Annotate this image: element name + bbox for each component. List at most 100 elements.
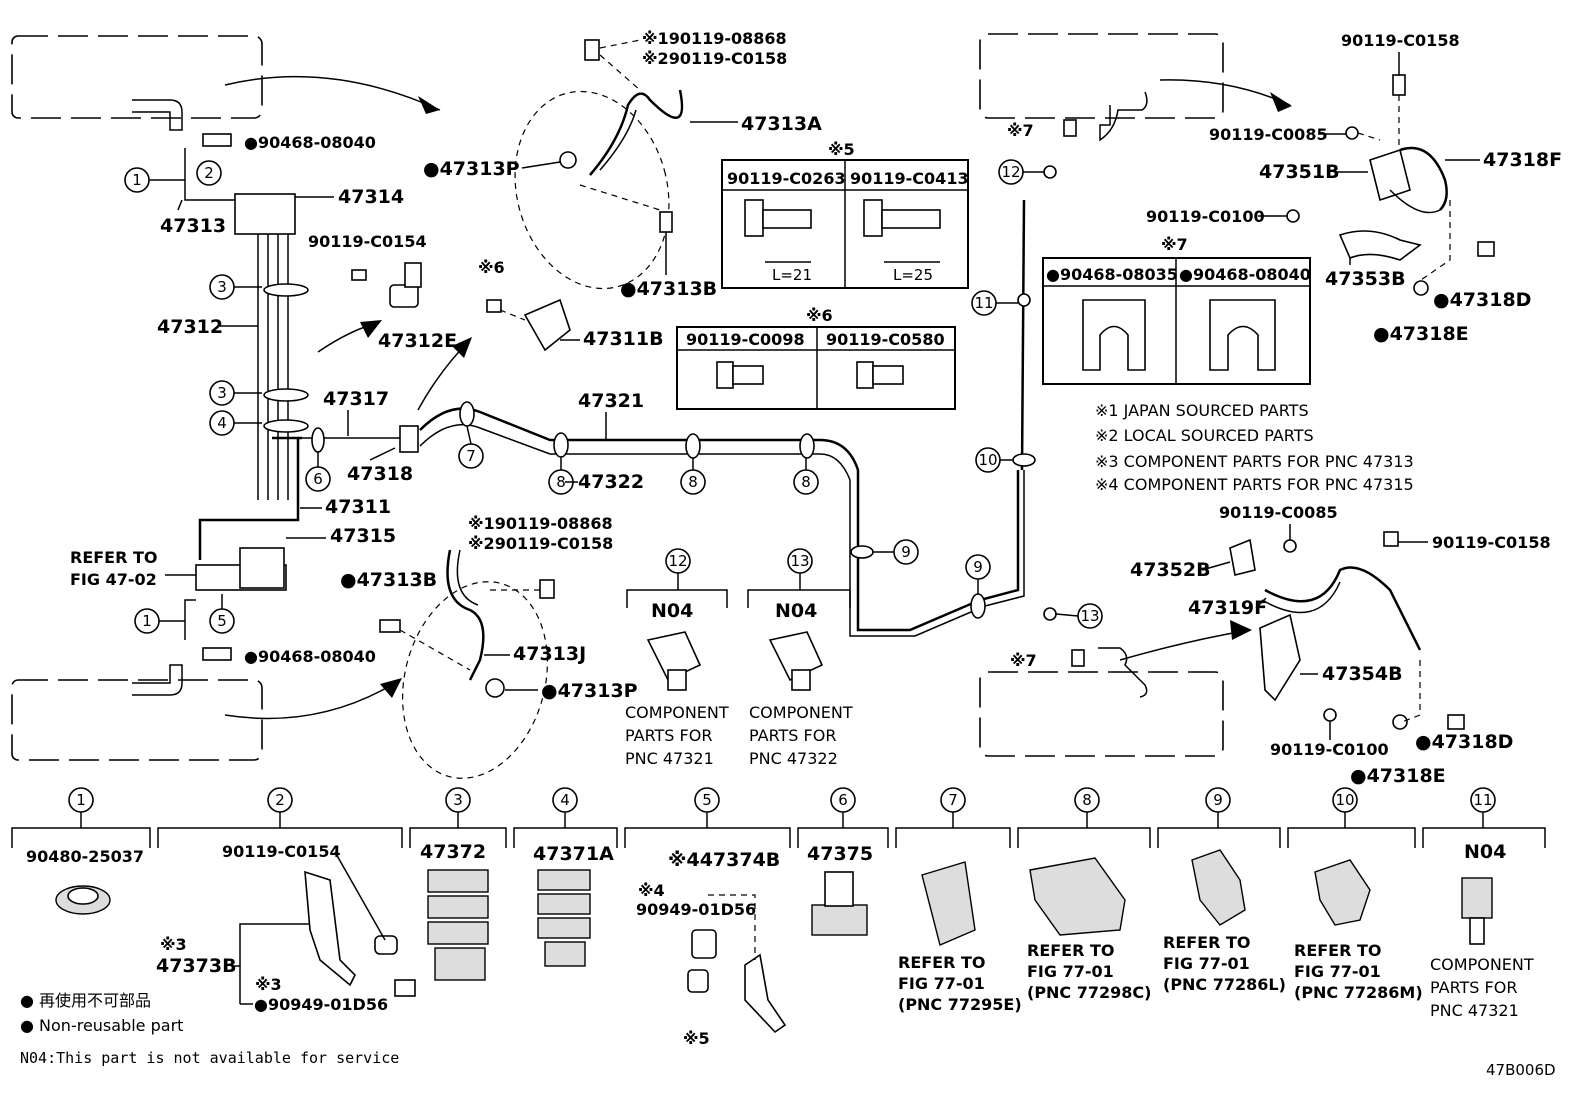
table7-col2: ●90468-08040 — [1179, 265, 1311, 284]
legend-non-reusable-en: ● Non-reusable part — [20, 1016, 183, 1035]
n04-12-line2: PARTS FOR — [625, 726, 712, 745]
note-2: ※2 LOCAL SOURCED PARTS — [1095, 426, 1314, 445]
cat2-part: 90119-C0154 — [222, 842, 341, 861]
label-90119-c0100-r2: 90119-C0100 — [1270, 740, 1389, 759]
label-90468-08040-a: ●90468-08040 — [244, 133, 376, 152]
cat1-part: 90480-25037 — [26, 847, 144, 866]
note-4: ※4 COMPONENT PARTS FOR PNC 47315 — [1095, 475, 1414, 494]
n04-13-line1: COMPONENT — [749, 703, 853, 722]
table6-title: ※6 — [806, 306, 833, 325]
label-47312E: 47312E — [378, 330, 457, 352]
table6-col2: 90119-C0580 — [826, 330, 945, 349]
label-47351B: 47351B — [1259, 161, 1340, 183]
cat5-part: ※447374B — [668, 849, 780, 871]
svg-text:8: 8 — [556, 473, 566, 491]
cat8-line3: (PNC 77298C) — [1027, 983, 1151, 1002]
svg-text:3: 3 — [217, 278, 227, 296]
cat5-90949: 90949-01D56 — [636, 900, 756, 919]
n04-clip-12 — [626, 589, 728, 691]
label-47318E-b: ●47318E — [1350, 765, 1446, 787]
cat11-code: N04 — [1464, 841, 1506, 863]
cat4-part: 47371A — [533, 843, 614, 865]
cat8-line2: FIG 77-01 — [1027, 962, 1114, 981]
svg-text:13: 13 — [790, 552, 809, 570]
label-90119-c0085-r2: 90119-C0085 — [1219, 503, 1338, 522]
label-47352B: 47352B — [1130, 559, 1211, 581]
label-47313B-b: ●47313B — [340, 569, 437, 591]
svg-text:4: 4 — [217, 414, 227, 432]
curved-arrow-1 — [224, 75, 441, 111]
n04-12-line1: COMPONENT — [625, 703, 729, 722]
table5-title: ※5 — [828, 140, 855, 159]
clip-47312E — [351, 262, 422, 308]
svg-text:1: 1 — [76, 791, 86, 809]
legend-n04-note: N04:This part is not available for servi… — [20, 1049, 399, 1067]
figure-code: 47B006D — [1486, 1061, 1556, 1079]
svg-text:7: 7 — [466, 447, 476, 465]
index-markers: 1 2 3 3 4 6 7 8 8 8 9 9 10 11 12 13 1 5 … — [124, 159, 1103, 634]
svg-text:9: 9 — [901, 543, 911, 561]
table5-len2: L=25 — [893, 266, 933, 284]
svg-text:1: 1 — [132, 171, 142, 189]
label-47314: 47314 — [338, 186, 404, 208]
svg-text:7: 7 — [948, 791, 958, 809]
svg-text:3: 3 — [217, 384, 227, 402]
cat11-line1: COMPONENT — [1430, 955, 1534, 974]
svg-text:6: 6 — [838, 791, 848, 809]
curved-arrow-2 — [224, 679, 401, 720]
label-note7-b: ※7 — [1010, 651, 1037, 670]
label-90119-c0158-r2: 90119-C0158 — [1432, 533, 1551, 552]
label-47353B: 47353B — [1325, 268, 1406, 290]
svg-text:8: 8 — [688, 473, 698, 491]
cat3-part: 47372 — [420, 841, 486, 863]
right-vehicle-panels — [979, 33, 1292, 757]
label-47354B: 47354B — [1322, 663, 1403, 685]
label-47318D-a: ●47318D — [1433, 289, 1531, 311]
label-47318E-a: ●47318E — [1373, 323, 1469, 345]
svg-text:11: 11 — [974, 294, 993, 312]
label-j90119-c0158-a: ※290119-C0158 — [642, 49, 787, 68]
left-vehicle-panels — [11, 35, 441, 761]
svg-text:10: 10 — [978, 451, 997, 469]
n04-12-code: N04 — [651, 600, 693, 622]
bottom-catalog-brackets: 1 2 3 4 5 6 7 8 9 10 11 — [11, 787, 1546, 848]
cat2-note3b: ※3 — [255, 975, 282, 994]
brake-harness-47312 — [184, 148, 472, 640]
cat9-line3: (PNC 77286L) — [1163, 975, 1286, 994]
svg-text:10: 10 — [1335, 791, 1354, 809]
cat10-line2: FIG 77-01 — [1294, 962, 1381, 981]
svg-text:13: 13 — [1080, 607, 1099, 625]
label-47317: 47317 — [323, 388, 389, 410]
table6-col1: 90119-C0098 — [686, 330, 805, 349]
label-note7-a: ※7 — [1007, 121, 1034, 140]
cat6-part: 47375 — [807, 843, 873, 865]
label-90119-c0158-r1: 90119-C0158 — [1341, 31, 1460, 50]
cat5-note5: ※5 — [683, 1029, 710, 1048]
svg-text:1: 1 — [142, 612, 152, 630]
cat7-line3: (PNC 77295E) — [898, 995, 1022, 1014]
label-47318: 47318 — [347, 463, 413, 485]
table-labels: ※5 90119-C0263 90119-C0413 L=21 L=25 ※6 … — [686, 140, 1311, 349]
label-refer-fig47-line1: REFER TO — [70, 548, 158, 567]
cat7-line2: FIG 77-01 — [898, 974, 985, 993]
label-90119-c0100-r1: 90119-C0100 — [1146, 207, 1265, 226]
svg-text:8: 8 — [1082, 791, 1092, 809]
svg-text:5: 5 — [217, 612, 227, 630]
svg-text:2: 2 — [204, 164, 214, 182]
n04-labels: N04 COMPONENT PARTS FOR PNC 47321 N04 CO… — [625, 600, 853, 768]
label-j90119-c0158-b: ※290119-C0158 — [468, 534, 613, 553]
svg-text:3: 3 — [453, 791, 463, 809]
table7-title: ※7 — [1161, 235, 1188, 254]
svg-text:9: 9 — [1213, 791, 1223, 809]
n04-13-line3: PNC 47322 — [749, 749, 838, 768]
label-47322: 47322 — [578, 471, 644, 493]
flex-hose-47313J-detail — [379, 549, 555, 779]
label-note6-a: ※6 — [478, 258, 505, 277]
rear-caliper-upper — [1286, 74, 1495, 296]
n04-12-line3: PNC 47321 — [625, 749, 714, 768]
cat11-line2: PARTS FOR — [1430, 978, 1517, 997]
label-47313A: 47313A — [741, 113, 822, 135]
label-j90119-08868-b: ※190119-08868 — [468, 514, 613, 533]
